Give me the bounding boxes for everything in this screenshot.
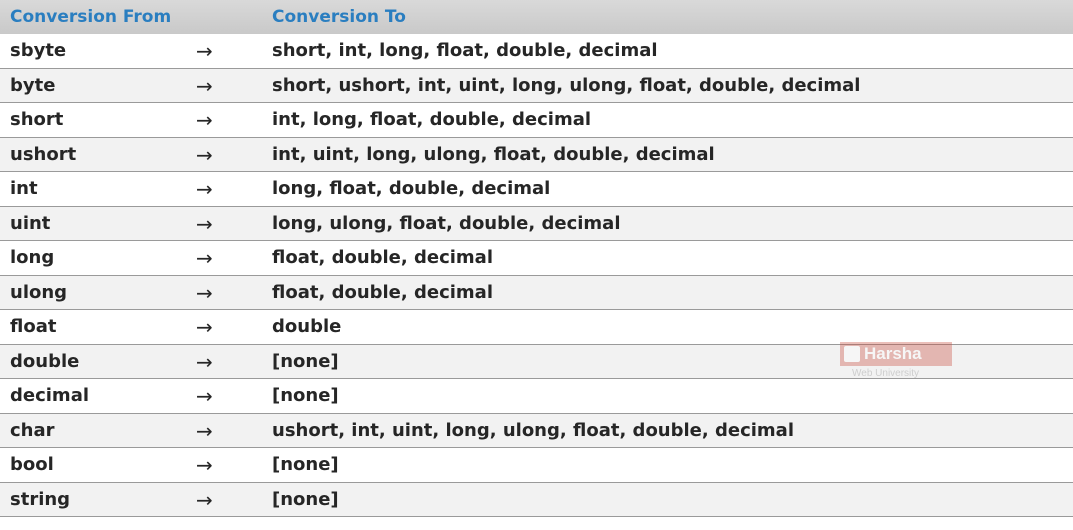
conversion-from-cell: short <box>10 109 64 130</box>
header-conversion-to: Conversion To <box>272 7 406 27</box>
table-body: sbyte → short, int, long, float, double, d… <box>0 34 1073 517</box>
arrow-right-icon: → <box>196 211 213 236</box>
conversion-from-cell: double <box>10 350 80 372</box>
arrow-right-icon: → <box>196 453 213 477</box>
table-row: double → [none] <box>0 344 1073 379</box>
arrow-right-icon: → <box>196 487 213 512</box>
arrow-right-icon: → <box>196 349 213 374</box>
arrow-right-icon: → <box>196 315 213 339</box>
table-row: byte → short, ushort, int, uint, long, ulo… <box>0 68 1073 103</box>
conversion-to-cell: short, int, long, float, double, decimal <box>272 40 658 61</box>
conversion-to-cell: float, double, decimal <box>272 281 494 303</box>
table-row: string → [none] <box>0 482 1073 517</box>
table-header: Conversion From Conversion To <box>0 0 1073 35</box>
table-row: ushort → int, uint, long, ulong, float, do… <box>0 137 1073 172</box>
conversion-from-cell: decimal <box>10 385 90 406</box>
conversion-to-cell: float, double, decimal <box>272 247 494 268</box>
conversion-to-cell: [none] <box>272 350 339 372</box>
arrow-right-icon: → <box>196 39 213 63</box>
table-row: uint → long, ulong, float, double, decimal <box>0 206 1073 241</box>
table-row: char → ushort, int, uint, long, ulong, flo… <box>0 413 1073 448</box>
conversion-from-cell: uint <box>10 212 51 234</box>
table-row: sbyte → short, int, long, float, double, d… <box>0 34 1073 69</box>
table-row: short → int, long, float, double, decimal <box>0 103 1073 138</box>
conversion-from-cell: int <box>10 178 38 199</box>
conversion-from-cell: char <box>10 419 55 441</box>
arrow-right-icon: → <box>196 280 213 305</box>
conversion-from-cell: ulong <box>10 281 68 303</box>
arrow-right-icon: → <box>196 418 213 443</box>
conversion-from-cell: byte <box>10 74 56 96</box>
conversion-to-cell: long, ulong, float, double, decimal <box>272 212 621 234</box>
arrow-right-icon: → <box>196 177 213 201</box>
arrow-right-icon: → <box>196 108 213 132</box>
conversion-from-cell: sbyte <box>10 40 67 61</box>
conversion-from-cell: long <box>10 247 55 268</box>
conversion-from-cell: float <box>10 316 57 337</box>
conversion-to-cell: int, uint, long, ulong, float, double, d… <box>272 143 715 165</box>
table-row: int → long, float, double, decimal <box>0 172 1073 207</box>
arrow-right-icon: → <box>196 246 213 270</box>
conversion-to-cell: [none] <box>272 385 339 406</box>
table-row: bool → [none] <box>0 448 1073 483</box>
arrow-right-icon: → <box>196 73 213 98</box>
conversion-from-cell: ushort <box>10 143 77 165</box>
conversion-from-cell: string <box>10 488 71 510</box>
conversion-to-cell: [none] <box>272 454 339 475</box>
header-conversion-from: Conversion From <box>10 7 172 27</box>
conversion-to-cell: ushort, int, uint, long, ulong, float, d… <box>272 419 794 441</box>
conversion-to-cell: short, ushort, int, uint, long, ulong, f… <box>272 74 861 96</box>
conversion-to-cell: int, long, float, double, decimal <box>272 109 592 130</box>
conversion-to-cell: [none] <box>272 488 339 510</box>
table-row: long → float, double, decimal <box>0 241 1073 276</box>
arrow-right-icon: → <box>196 384 213 408</box>
table-row: float → double <box>0 310 1073 345</box>
table-row: decimal → [none] <box>0 379 1073 414</box>
table-row: ulong → float, double, decimal <box>0 275 1073 310</box>
conversion-from-cell: bool <box>10 454 54 475</box>
conversion-to-cell: double <box>272 316 342 337</box>
arrow-right-icon: → <box>196 142 213 167</box>
conversion-to-cell: long, float, double, decimal <box>272 178 551 199</box>
